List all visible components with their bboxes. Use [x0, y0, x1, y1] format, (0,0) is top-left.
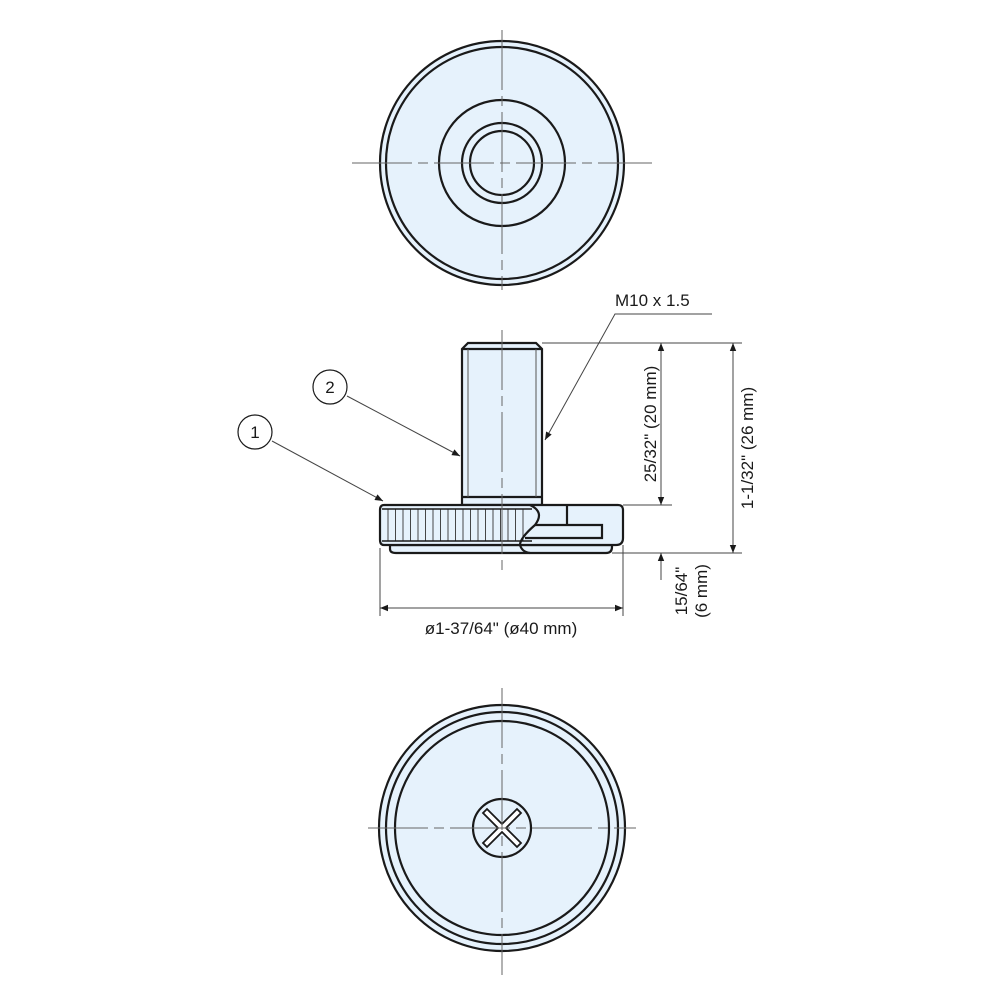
balloon-1-label: 1 — [250, 423, 259, 442]
thread-leader — [544, 313, 712, 441]
balloon-2 — [312, 369, 348, 405]
side-view: 25/32" (20 mm) 1-1/32" (26 mm) 15/64" (6… — [237, 291, 757, 638]
bottom-view — [368, 688, 636, 975]
dim-base-height-text-1: 15/64" — [672, 567, 691, 616]
balloon-2-leader — [346, 395, 461, 457]
dim-total-height-text: 1-1/32" (26 mm) — [738, 387, 757, 509]
balloon-1 — [237, 414, 273, 450]
section-break — [518, 504, 541, 555]
knurling — [382, 508, 532, 542]
balloon-2-label: 2 — [325, 378, 334, 397]
balloon-1-leader — [271, 440, 384, 502]
dim-thread-length-text: 25/32" (20 mm) — [641, 366, 660, 483]
dim-base-height-text-2: (6 mm) — [692, 564, 711, 618]
thread-label: M10 x 1.5 — [615, 291, 690, 310]
top-view — [352, 30, 652, 290]
base-foot — [388, 543, 614, 555]
dim-diameter-text: ø1-37/64" (ø40 mm) — [425, 619, 577, 638]
insert-slot — [525, 523, 604, 540]
